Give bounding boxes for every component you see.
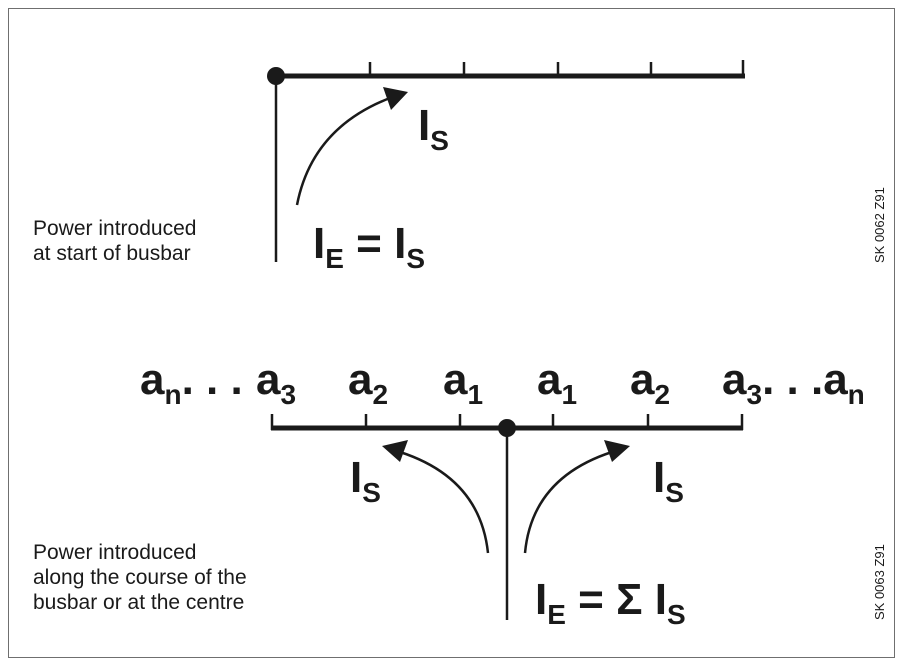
bottom-caption-line-1: Power introduced	[33, 541, 197, 564]
bottom-caption-line-2: along the course of the	[33, 566, 247, 589]
bottom-left-current-arrow	[399, 450, 490, 554]
bottom-left-arrowhead	[382, 440, 408, 462]
distance-label-left-an: an. . .	[140, 355, 243, 410]
top-drawing-code: SK 0062 Z91	[872, 187, 887, 263]
top-feed-equation: IE = IS	[313, 219, 426, 274]
top-branch-current-label: IS	[418, 101, 449, 156]
dots-right: . . .	[762, 355, 824, 404]
bottom-drawing-code: SK 0063 Z91	[872, 544, 887, 620]
bottom-feed-equation: IE = Σ IS	[535, 575, 686, 630]
top-feed-point	[267, 67, 285, 85]
distance-label-right-a1: a1	[537, 355, 578, 410]
bottom-caption-line-3: busbar or at the centre	[33, 591, 245, 614]
distance-label-left-a3: a3	[256, 355, 297, 410]
bottom-right-current-arrow	[523, 450, 613, 554]
top-current-arrow	[295, 96, 391, 206]
distance-label-right-a3-an: a3. . .an	[722, 355, 865, 410]
bottom-left-branch-current-label: IS	[350, 453, 381, 508]
top-caption-line-2: at start of busbar	[33, 242, 191, 265]
distance-label-right-a2: a2	[630, 355, 671, 410]
bottom-right-branch-current-label: IS	[653, 453, 684, 508]
bottom-right-arrowhead	[604, 440, 630, 462]
bottom-feed-point	[498, 419, 516, 437]
diagram-frame	[8, 8, 895, 658]
top-caption-line-1: Power introduced	[33, 217, 197, 240]
bottom-caption: Power introduced along the course of the…	[33, 540, 247, 615]
top-arrowhead	[383, 87, 408, 110]
distance-label-left-a1: a1	[443, 355, 484, 410]
top-caption: Power introduced at start of busbar	[33, 216, 196, 266]
dots-left: . . .	[181, 355, 243, 404]
distance-label-left-a2: a2	[348, 355, 389, 410]
